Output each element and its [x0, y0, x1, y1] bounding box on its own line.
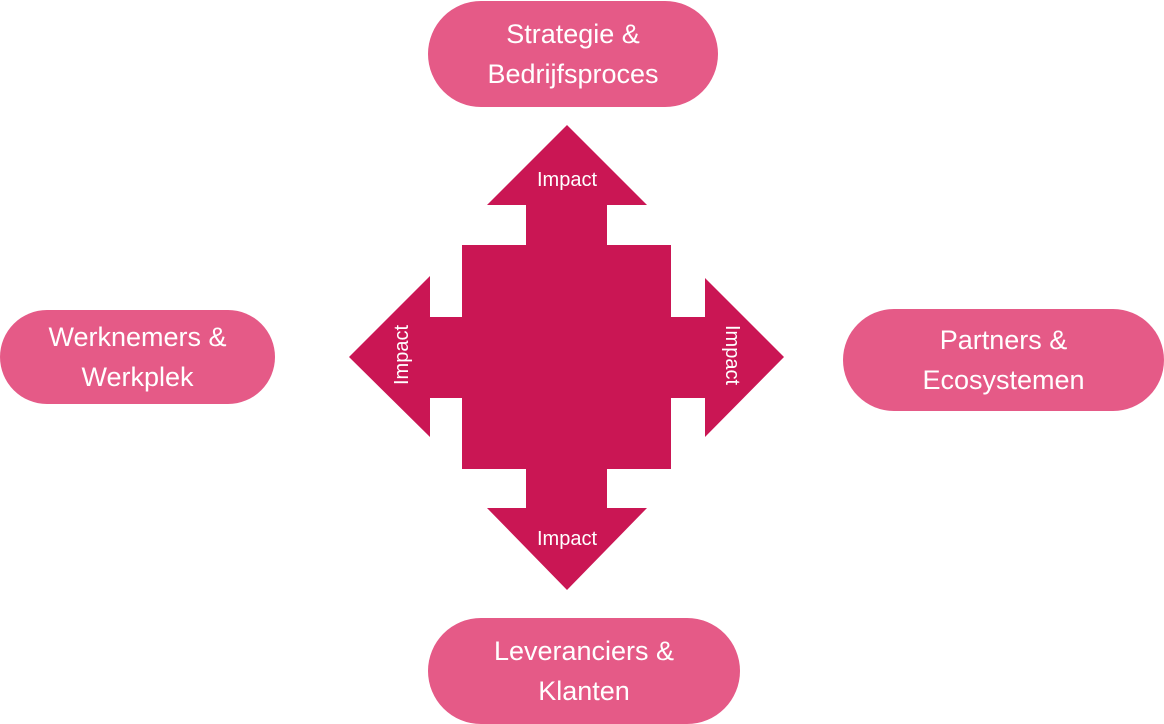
node-label-top: Strategie & Bedrijfsproces: [487, 19, 659, 89]
impact-label-right: Impact: [721, 325, 743, 385]
four-way-arrow-shape: [349, 125, 784, 590]
impact-label-top: Impact: [537, 169, 597, 191]
node-label-right: Partners & Ecosystemen: [922, 325, 1085, 395]
node-label-left: Werknemers & Werkplek: [48, 322, 227, 392]
impact-label-left: Impact: [391, 325, 413, 385]
node-werknemers-werkplek: Werknemers & Werkplek: [0, 310, 275, 404]
impact-label-bottom: Impact: [537, 528, 597, 550]
node-strategie-bedrijfsproces: Strategie & Bedrijfsproces: [428, 1, 718, 107]
node-leveranciers-klanten: Leveranciers & Klanten: [428, 618, 740, 724]
node-label-bottom: Leveranciers & Klanten: [493, 636, 675, 706]
node-partners-ecosystemen: Partners & Ecosystemen: [843, 309, 1164, 411]
